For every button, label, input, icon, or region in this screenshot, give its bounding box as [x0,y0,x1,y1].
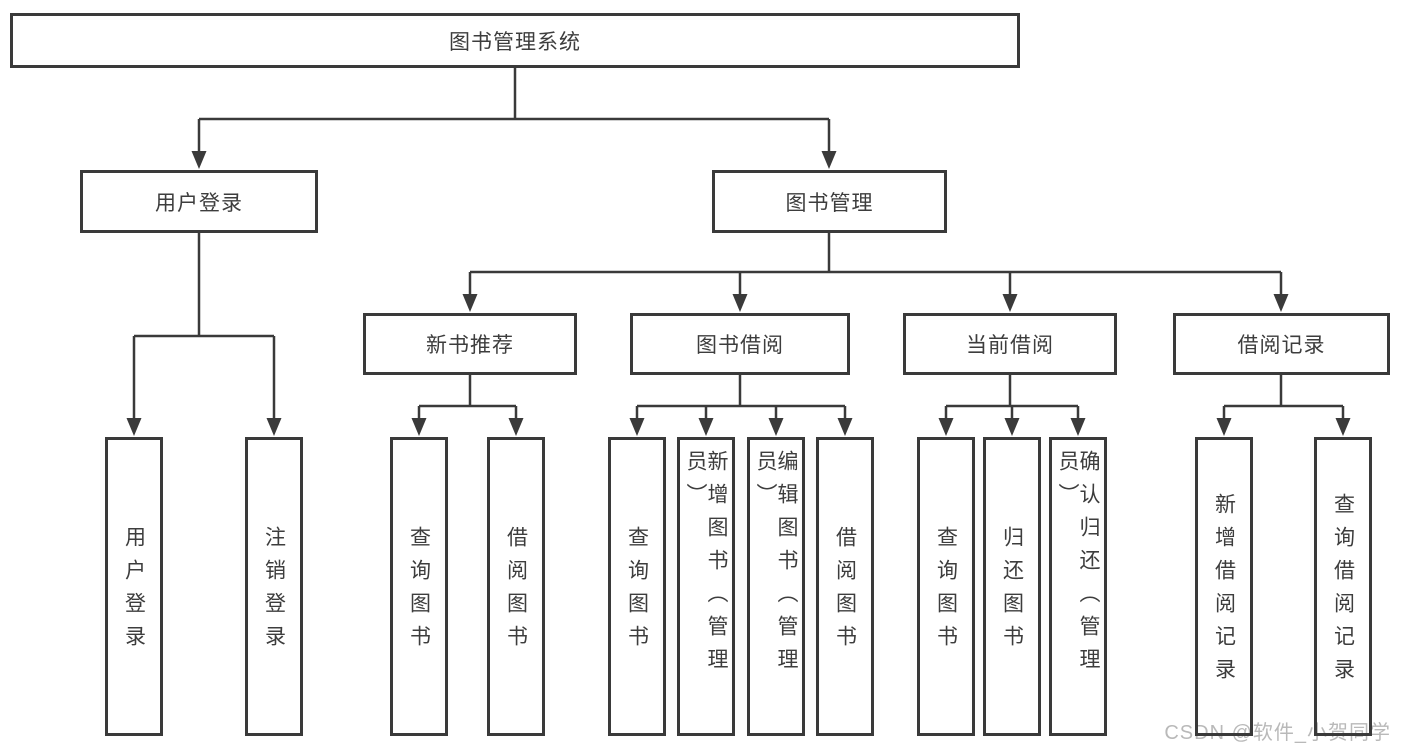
connector-book-borrow [635,375,847,425]
arrow-icon [768,418,784,436]
watermark: CSDN @软件_小贺同学 [1164,722,1391,744]
leaf-edit-book-admin: 编辑图书（管理员） [747,437,805,736]
connector-root [197,68,831,157]
leaf-user-login: 用户登录 [105,437,163,736]
node-user-login: 用户登录 [80,170,318,233]
arrow-icon [1070,418,1086,436]
leaf-add-book-admin: 新增图书（管理员） [677,437,735,736]
arrow-icon [411,418,427,436]
arrow-icon [266,418,282,436]
node-root: 图书管理系统 [10,13,1020,68]
arrow-icon [629,418,645,436]
leaf-query-borrow-record: 查询借阅记录 [1314,437,1372,736]
connector-book-management [468,233,1283,300]
arrow-icon [837,418,853,436]
leaf-query-books-2: 查询图书 [608,437,666,736]
node-book-management: 图书管理 [712,170,947,233]
leaf-borrow-books-2: 借阅图书 [816,437,874,736]
arrow-icon [1004,418,1020,436]
leaf-query-books-3: 查询图书 [917,437,975,736]
leaf-return-books: 归还图书 [983,437,1041,736]
connector-borrow-records [1222,375,1345,425]
leaf-borrow-books-1: 借阅图书 [487,437,545,736]
arrow-icon [732,294,748,312]
node-new-book-recommend: 新书推荐 [363,313,577,375]
arrow-icon [126,418,142,436]
arrow-icon [938,418,954,436]
arrow-icon [462,294,478,312]
arrow-icon [191,151,207,169]
connector-current-borrow [944,375,1080,425]
node-borrow-records: 借阅记录 [1173,313,1390,375]
arrow-icon [1335,418,1351,436]
connector-user-login [132,233,276,424]
arrow-icon [1216,418,1232,436]
arrow-icon [821,151,837,169]
arrow-icon [1273,294,1289,312]
node-book-borrow: 图书借阅 [630,313,850,375]
leaf-confirm-return-admin: 确认归还（管理员） [1049,437,1107,736]
node-current-borrow: 当前借阅 [903,313,1117,375]
leaf-query-books-1: 查询图书 [390,437,448,736]
leaf-add-borrow-record: 新增借阅记录 [1195,437,1253,736]
arrow-icon [1002,294,1018,312]
arrow-icon [508,418,524,436]
connector-new-book-recommend [417,375,518,425]
leaf-logout-login: 注销登录 [245,437,303,736]
arrow-icon [698,418,714,436]
